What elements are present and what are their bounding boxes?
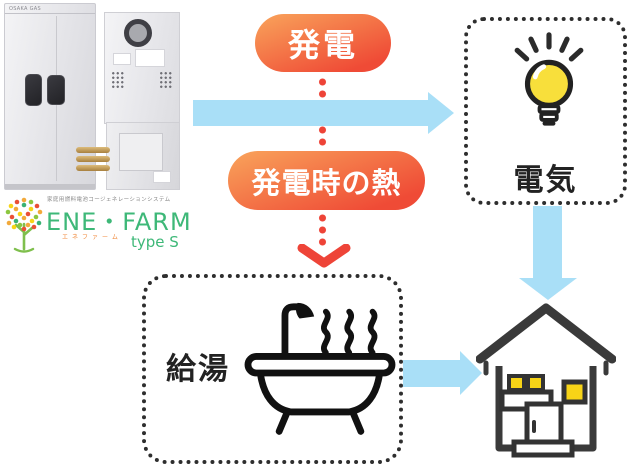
fuel-cell-unit: OSAKA GAS	[4, 3, 96, 190]
logo-tagline: 家庭用燃料電池コージェネレーションシステム	[47, 197, 171, 203]
generation-heat-badge: 発電時の熱	[228, 151, 425, 210]
logo-type-label: type S	[131, 233, 179, 251]
hot-water-to-house-arrowhead-icon	[460, 351, 482, 395]
spec-sticker	[153, 171, 171, 183]
enefarm-logo: 家庭用燃料電池コージェネレーションシステム ENE・FARM エネファーム ty…	[0, 192, 200, 258]
electricity-to-house-arrow	[533, 206, 562, 278]
logo-reading: エネファーム	[62, 234, 122, 241]
flue-icon	[124, 19, 152, 47]
hot-water-to-house-arrow	[402, 360, 460, 387]
cabinet-base	[5, 184, 95, 189]
cabinet-top-line	[5, 13, 95, 14]
cabinet-vent-window	[25, 74, 42, 106]
lightbulb-icon	[514, 32, 584, 126]
hot-water-box: 給湯	[142, 274, 403, 464]
spec-sticker	[113, 53, 131, 65]
vent-grille	[111, 71, 125, 89]
electricity-arrow	[193, 100, 428, 126]
heat-flow-dotted-line	[318, 212, 327, 246]
connection-pipes	[76, 147, 110, 181]
bathtub-icon	[244, 302, 396, 435]
electricity-box: 電気	[464, 17, 627, 205]
maker-label: OSAKA GAS	[9, 6, 41, 12]
house-icon	[476, 303, 616, 458]
vent-grille	[159, 71, 173, 89]
hot-water-label: 給湯	[166, 352, 230, 387]
hot-water-unit-upper	[104, 12, 180, 124]
tree-icon	[5, 197, 43, 253]
logo-brand: ENE・FARM	[46, 208, 192, 236]
heat-flow-arrowhead-icon	[297, 244, 351, 268]
hot-water-unit-lower	[106, 122, 180, 190]
access-panel	[119, 133, 163, 171]
spec-sticker	[135, 49, 165, 67]
cabinet-vent-window	[47, 75, 65, 105]
appliance-photo: OSAKA GAS	[0, 0, 196, 196]
electricity-label: 電気	[513, 163, 578, 198]
electricity-to-house-arrowhead-icon	[519, 278, 577, 300]
generation-badge: 発電	[255, 14, 391, 72]
electricity-arrowhead-icon	[428, 92, 454, 134]
